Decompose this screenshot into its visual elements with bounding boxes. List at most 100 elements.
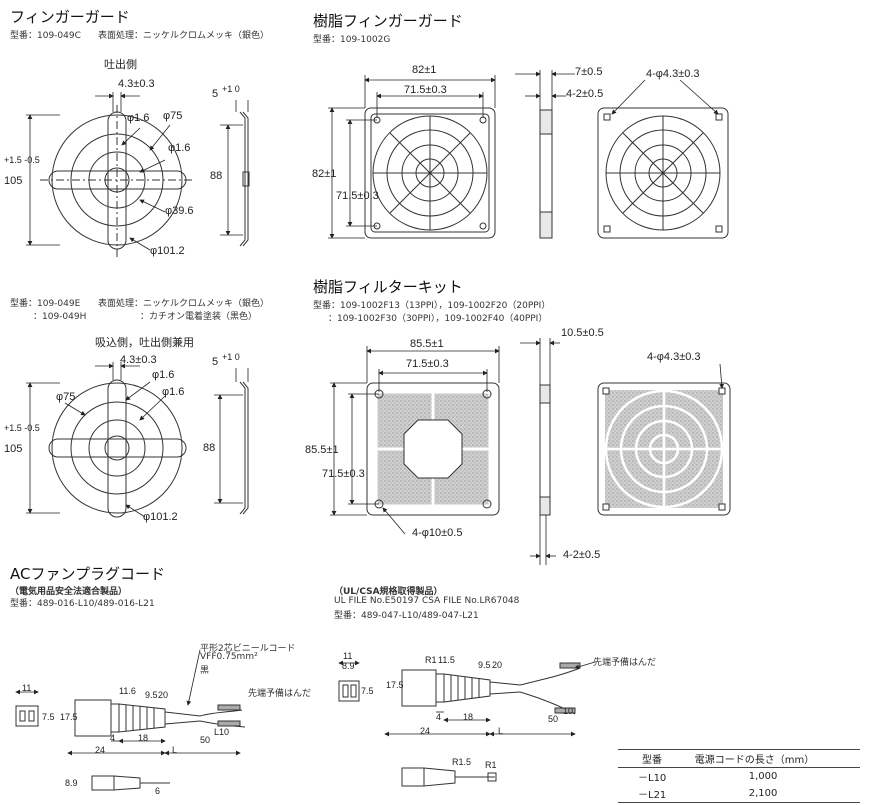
filter-kit-side — [539, 384, 551, 516]
section1-model: 型番：109-049C — [10, 31, 81, 41]
s6-dim-50: 50 — [548, 714, 559, 724]
s5-cord-color: 黒 — [200, 666, 210, 676]
cord-length-table: 型番 電源コードの長さ（mm） －L10 1,000 －L21 2,100 — [618, 749, 860, 803]
s1-dim-d16b: φ1.6 — [168, 142, 191, 154]
s6-dim-rr1: R1 — [485, 760, 497, 770]
section6-file: UL FILE No.E50197 CSA FILE No.LR67048 — [334, 596, 520, 606]
s6-tip-label: 先端予備はんだ — [593, 658, 657, 668]
s6-dim-11: 11 — [343, 651, 353, 661]
table-header-length: 電源コードの長さ（mm） — [688, 749, 860, 768]
section4-model-b: ：109-1002F30（30PPI），109-1002F40（40PPI） — [328, 314, 548, 324]
s5-dim-10: L10 — [214, 727, 230, 737]
section3-finish-a: 表面処理：ニッケルクロムメッキ（銀色） — [98, 299, 270, 309]
section1-title: フィンガーガード — [10, 8, 130, 26]
s2-dim-h82: 82±1 — [312, 168, 337, 180]
table-row: －L21 2,100 — [618, 785, 860, 803]
section4-title: 樹脂フィルターキット — [313, 278, 463, 296]
s6-dim-24: 24 — [420, 726, 431, 736]
s3-dim-d75: φ75 — [56, 391, 76, 403]
s4-dim-h715: 71.5±0.3 — [322, 468, 365, 480]
table-cell-length: 1,000 — [748, 771, 778, 782]
section2-model: 型番：109-1002G — [313, 35, 391, 45]
s5-dim-116: 11.6 — [119, 686, 136, 696]
filter-kit-back — [597, 382, 731, 516]
s5-dim-75: 7.5 — [42, 712, 55, 722]
plug-end-view-pse — [15, 705, 39, 727]
s1-dim-w5: 5 — [212, 88, 219, 100]
table-header-model: 型番 — [618, 749, 689, 768]
s4-dim-holes: 4-φ4.3±0.3 — [647, 351, 701, 363]
section6-title: （UL/CSA規格取得製品） — [334, 587, 443, 597]
s5-dim-50: 50 — [200, 735, 211, 745]
s5-dim-L: L — [172, 745, 178, 755]
table-cell-model: －L21 — [618, 785, 689, 803]
section3-side-label: 吸込側，吐出側兼用 — [95, 337, 194, 349]
s6-dim-115: 11.5 — [438, 655, 455, 665]
section5-cert: （電気用品安全法適合製品） — [10, 587, 128, 597]
s4-dim-h855: 85.5±1 — [305, 444, 339, 456]
filter-kit-front — [366, 382, 500, 516]
s3-dim-h105: 105 — [4, 443, 23, 455]
s2-dim-w82: 82±1 — [412, 64, 437, 76]
section3-finish-b: ：カチオン電着塗装（黒色） — [140, 312, 258, 322]
s3-dim-tol: +1.5 -0.5 — [4, 423, 40, 433]
section5-model: 型番：489-016-L10/489-016-L21 — [10, 599, 155, 609]
s5-cord-spec: VFF0.75mm² — [200, 652, 258, 662]
s4-dim-t105: 10.5±0.5 — [561, 327, 604, 339]
table-cell-model: －L10 — [638, 773, 667, 784]
section4-model-a: 型番：109-1002F13（13PPI），109-1002F20（20PPI） — [313, 301, 551, 311]
s1-dim-tol5: +1 0 — [222, 84, 240, 94]
plug-end-view-ul — [338, 680, 360, 702]
section1-finish: 表面処理：ニッケルクロムメッキ（銀色） — [98, 31, 270, 41]
s5-dim-20: 20 — [158, 690, 169, 700]
s1-dim-h105: 105 — [4, 175, 23, 187]
s1-dim-d1012: φ101.2 — [150, 245, 185, 257]
resin-guard-front — [364, 107, 496, 239]
s5-dim-95: 9.5 — [145, 690, 158, 700]
section5-title: ACファンプラグコード — [10, 565, 166, 583]
s3-dim-d16a: φ1.6 — [152, 369, 175, 381]
s1-dim-d75: φ75 — [163, 110, 183, 122]
s1-dim-d396: φ39.6 — [165, 205, 194, 217]
resin-guard-back — [597, 107, 729, 239]
s6-dim-L: L — [498, 726, 504, 736]
s5-dim-175: 17.5 — [60, 712, 78, 722]
s1-dim-d16a: φ1.6 — [127, 112, 150, 124]
s6-dim-18: 18 — [463, 712, 474, 722]
guard-both-side — [239, 381, 249, 515]
plug-side-view-pse — [74, 699, 246, 737]
s1-dim-gap: 4.3±0.3 — [118, 78, 155, 90]
s3-dim-gap: 4.3±0.3 — [120, 354, 157, 366]
s2-dim-t7: 7±0.5 — [575, 66, 603, 78]
s3-dim-tol5: +1 0 — [222, 352, 240, 362]
s4-dim-t4: 4-2±0.5 — [563, 549, 601, 561]
s5-dim-4: 4 — [110, 733, 116, 743]
s5-dim-89: 8.9 — [65, 778, 78, 788]
s2-dim-holes: 4-φ4.3±0.3 — [646, 68, 700, 80]
s6-dim-4: 4 — [436, 712, 442, 722]
guard-both-front — [48, 379, 187, 518]
plug-top-view-pse — [91, 775, 170, 791]
s6-dim-175: 17.5 — [386, 680, 404, 690]
s3-dim-d16b: φ1.6 — [162, 386, 185, 398]
finger-guard-side — [239, 111, 250, 247]
s5-dim-18: 18 — [138, 733, 149, 743]
table-row: －L10 1,000 — [618, 768, 860, 786]
s4-dim-hole10: 4-φ10±0.5 — [412, 527, 463, 539]
s3-dim-h88: 88 — [203, 442, 216, 454]
s3-dim-w5: 5 — [212, 356, 219, 368]
s5-tip-label: 先端予備はんだ — [248, 689, 312, 699]
section3-model-a: 型番：109-049E — [10, 299, 81, 309]
s2-dim-w715: 71.5±0.3 — [404, 84, 447, 96]
s6-dim-95: 9.5 — [478, 660, 491, 670]
s6-dim-10: 10 — [563, 706, 574, 716]
finger-guard-front — [40, 105, 195, 258]
s6-dim-89: 8.9 — [342, 661, 355, 671]
plug-top-view-ul — [401, 767, 497, 787]
s4-dim-w715: 71.5±0.3 — [406, 358, 449, 370]
section3-model-b: ：109-049H — [33, 312, 87, 322]
s5-dim-24: 24 — [95, 745, 106, 755]
s2-dim-t4: 4-2±0.5 — [566, 88, 604, 100]
section2-title: 樹脂フィンガーガード — [313, 12, 463, 30]
